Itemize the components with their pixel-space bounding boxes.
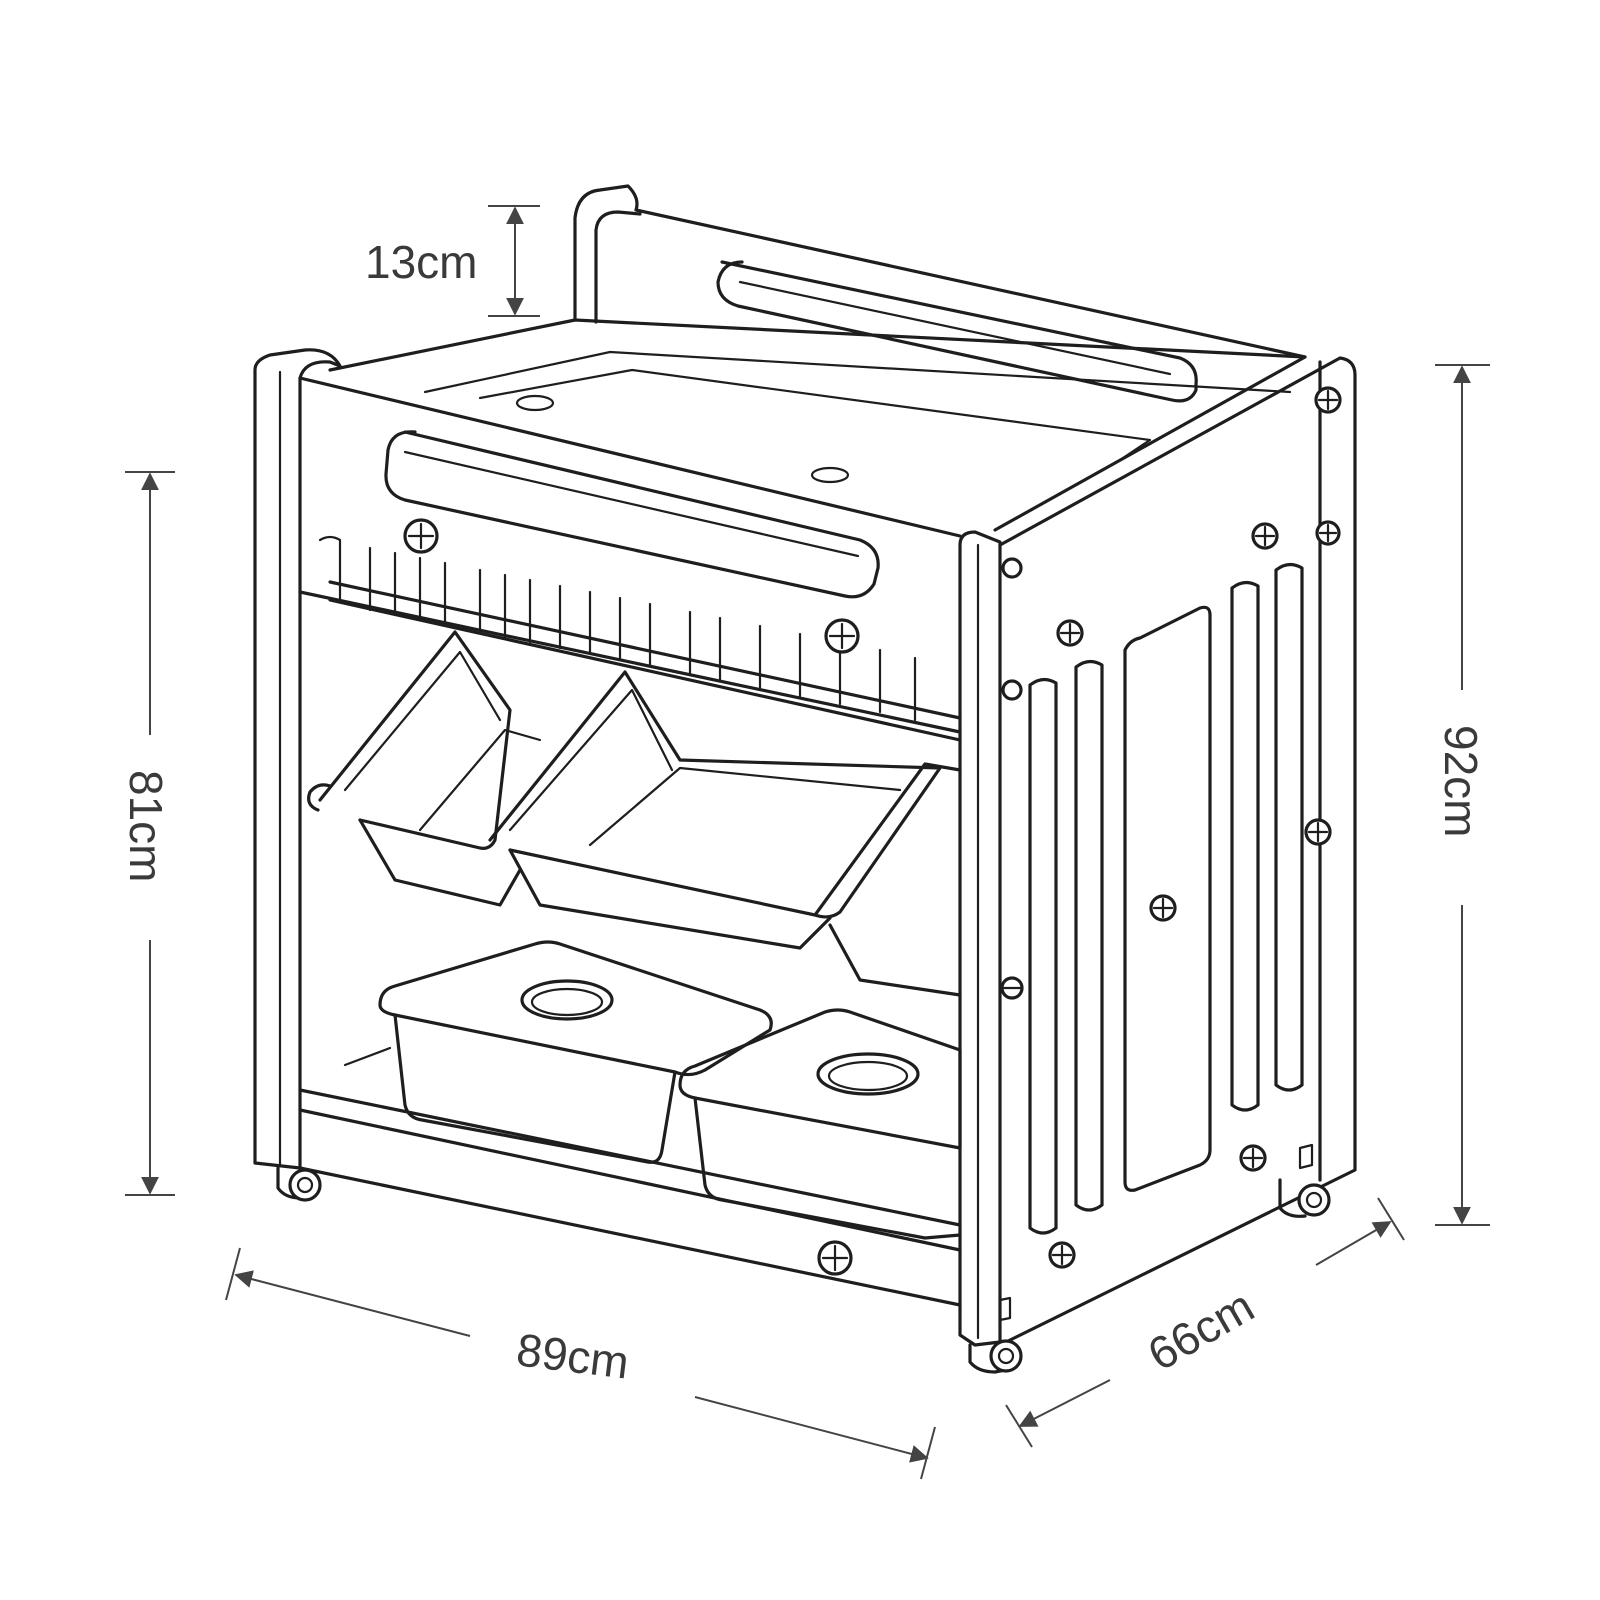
dimension-total-height: 92cm — [1435, 364, 1490, 1226]
top-bin-center — [488, 670, 942, 950]
bin-support-rail — [307, 580, 962, 812]
dimension-inner-height: 81cm — [120, 471, 175, 1196]
wheel-icon — [1278, 1178, 1331, 1218]
screw-icon — [1315, 520, 1341, 546]
total-height-label: 92cm — [1435, 725, 1487, 837]
front-left-post — [253, 348, 342, 1170]
storage-rack-illustration — [253, 184, 1357, 1374]
top-bin-left — [318, 630, 542, 907]
inner-height-label: 81cm — [120, 770, 172, 882]
right-side-panel — [998, 356, 1357, 1347]
screw-icon — [824, 618, 860, 654]
screw-icon — [1251, 522, 1279, 550]
dimension-handle-height: 13cm — [365, 205, 540, 317]
depth-label: 66cm — [1139, 1279, 1262, 1380]
screw-icon — [1048, 1241, 1076, 1269]
dimension-width: 89cm — [225, 1247, 936, 1480]
screw-icon — [1001, 557, 1023, 579]
screw-icon — [1149, 894, 1177, 922]
wheel-icon — [968, 1339, 1023, 1374]
handle-height-label: 13cm — [365, 236, 477, 288]
screw-icon — [1001, 679, 1023, 701]
bottom-box-right — [678, 1008, 962, 1240]
screw-icon — [1056, 619, 1084, 647]
bottom-box-left — [378, 940, 773, 1164]
top-bin-right — [813, 762, 962, 997]
wheel-icons — [276, 1143, 1331, 1374]
front-top-beam — [298, 376, 962, 734]
back-slats — [318, 535, 917, 722]
width-label: 89cm — [514, 1323, 632, 1388]
screw-icons — [403, 386, 1342, 1276]
screw-icon — [1239, 1144, 1267, 1172]
bottom-frame — [298, 1046, 962, 1307]
screw-icon — [403, 518, 439, 554]
dimension-depth: 66cm — [1005, 1197, 1405, 1448]
back-panel — [573, 184, 1307, 403]
screw-icon — [1304, 818, 1332, 846]
screw-icon — [817, 1240, 853, 1276]
screw-icon — [1000, 976, 1024, 1000]
top-shelf — [328, 318, 1307, 532]
screw-icon — [1314, 386, 1342, 414]
front-right-post — [958, 530, 1002, 1347]
wheel-icon — [276, 1166, 322, 1202]
